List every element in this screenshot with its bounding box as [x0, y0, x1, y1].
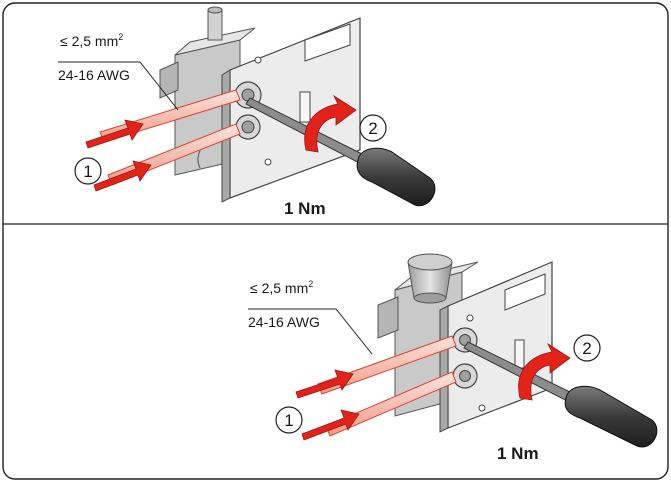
bottom-step-1-marker: 1: [275, 406, 303, 434]
bottom-step-2-marker: 2: [573, 334, 601, 362]
top-panel: ≤ 2,5 mm2 24-16 AWG 1 2 1 Nm: [58, 6, 436, 218]
bottom-wire-callout: ≤ 2,5 mm2 24-16 AWG: [248, 279, 373, 355]
svg-text:≤ 2,5 mm2: ≤ 2,5 mm2: [60, 32, 123, 49]
top-wire-size-exponent: 2: [118, 32, 123, 42]
top-rotation-arrow: [304, 94, 357, 153]
top-wire-callout: ≤ 2,5 mm2 24-16 AWG: [58, 32, 179, 111]
svg-text:2: 2: [368, 119, 377, 138]
top-step-2-marker: 2: [359, 114, 387, 142]
top-torque-label: 1 Nm: [284, 199, 326, 218]
bottom-panel: ≤ 2,5 mm2 24-16 AWG 1 2 1 Nm: [248, 253, 658, 463]
bottom-wire-size-label: ≤ 2,5 mm: [250, 280, 308, 296]
svg-text:1: 1: [83, 162, 92, 181]
bottom-torque-label: 1 Nm: [497, 444, 539, 463]
svg-text:1: 1: [284, 411, 293, 430]
svg-text:2: 2: [582, 339, 591, 358]
bottom-awg-label: 24-16 AWG: [248, 314, 320, 330]
bottom-insertion-arrows: [295, 369, 360, 441]
top-insertion-arrows: [85, 119, 152, 192]
top-wire-size-label: ≤ 2,5 mm: [60, 33, 118, 49]
bottom-wire-size-exponent: 2: [308, 279, 313, 289]
bottom-rotary-knob: [407, 253, 453, 304]
svg-text:≤ 2,5 mm2: ≤ 2,5 mm2: [250, 279, 313, 296]
top-awg-label: 24-16 AWG: [58, 67, 130, 83]
bottom-wires: [317, 335, 457, 437]
bottom-rotation-arrow: [518, 342, 571, 401]
top-step-1-marker: 1: [74, 157, 102, 185]
